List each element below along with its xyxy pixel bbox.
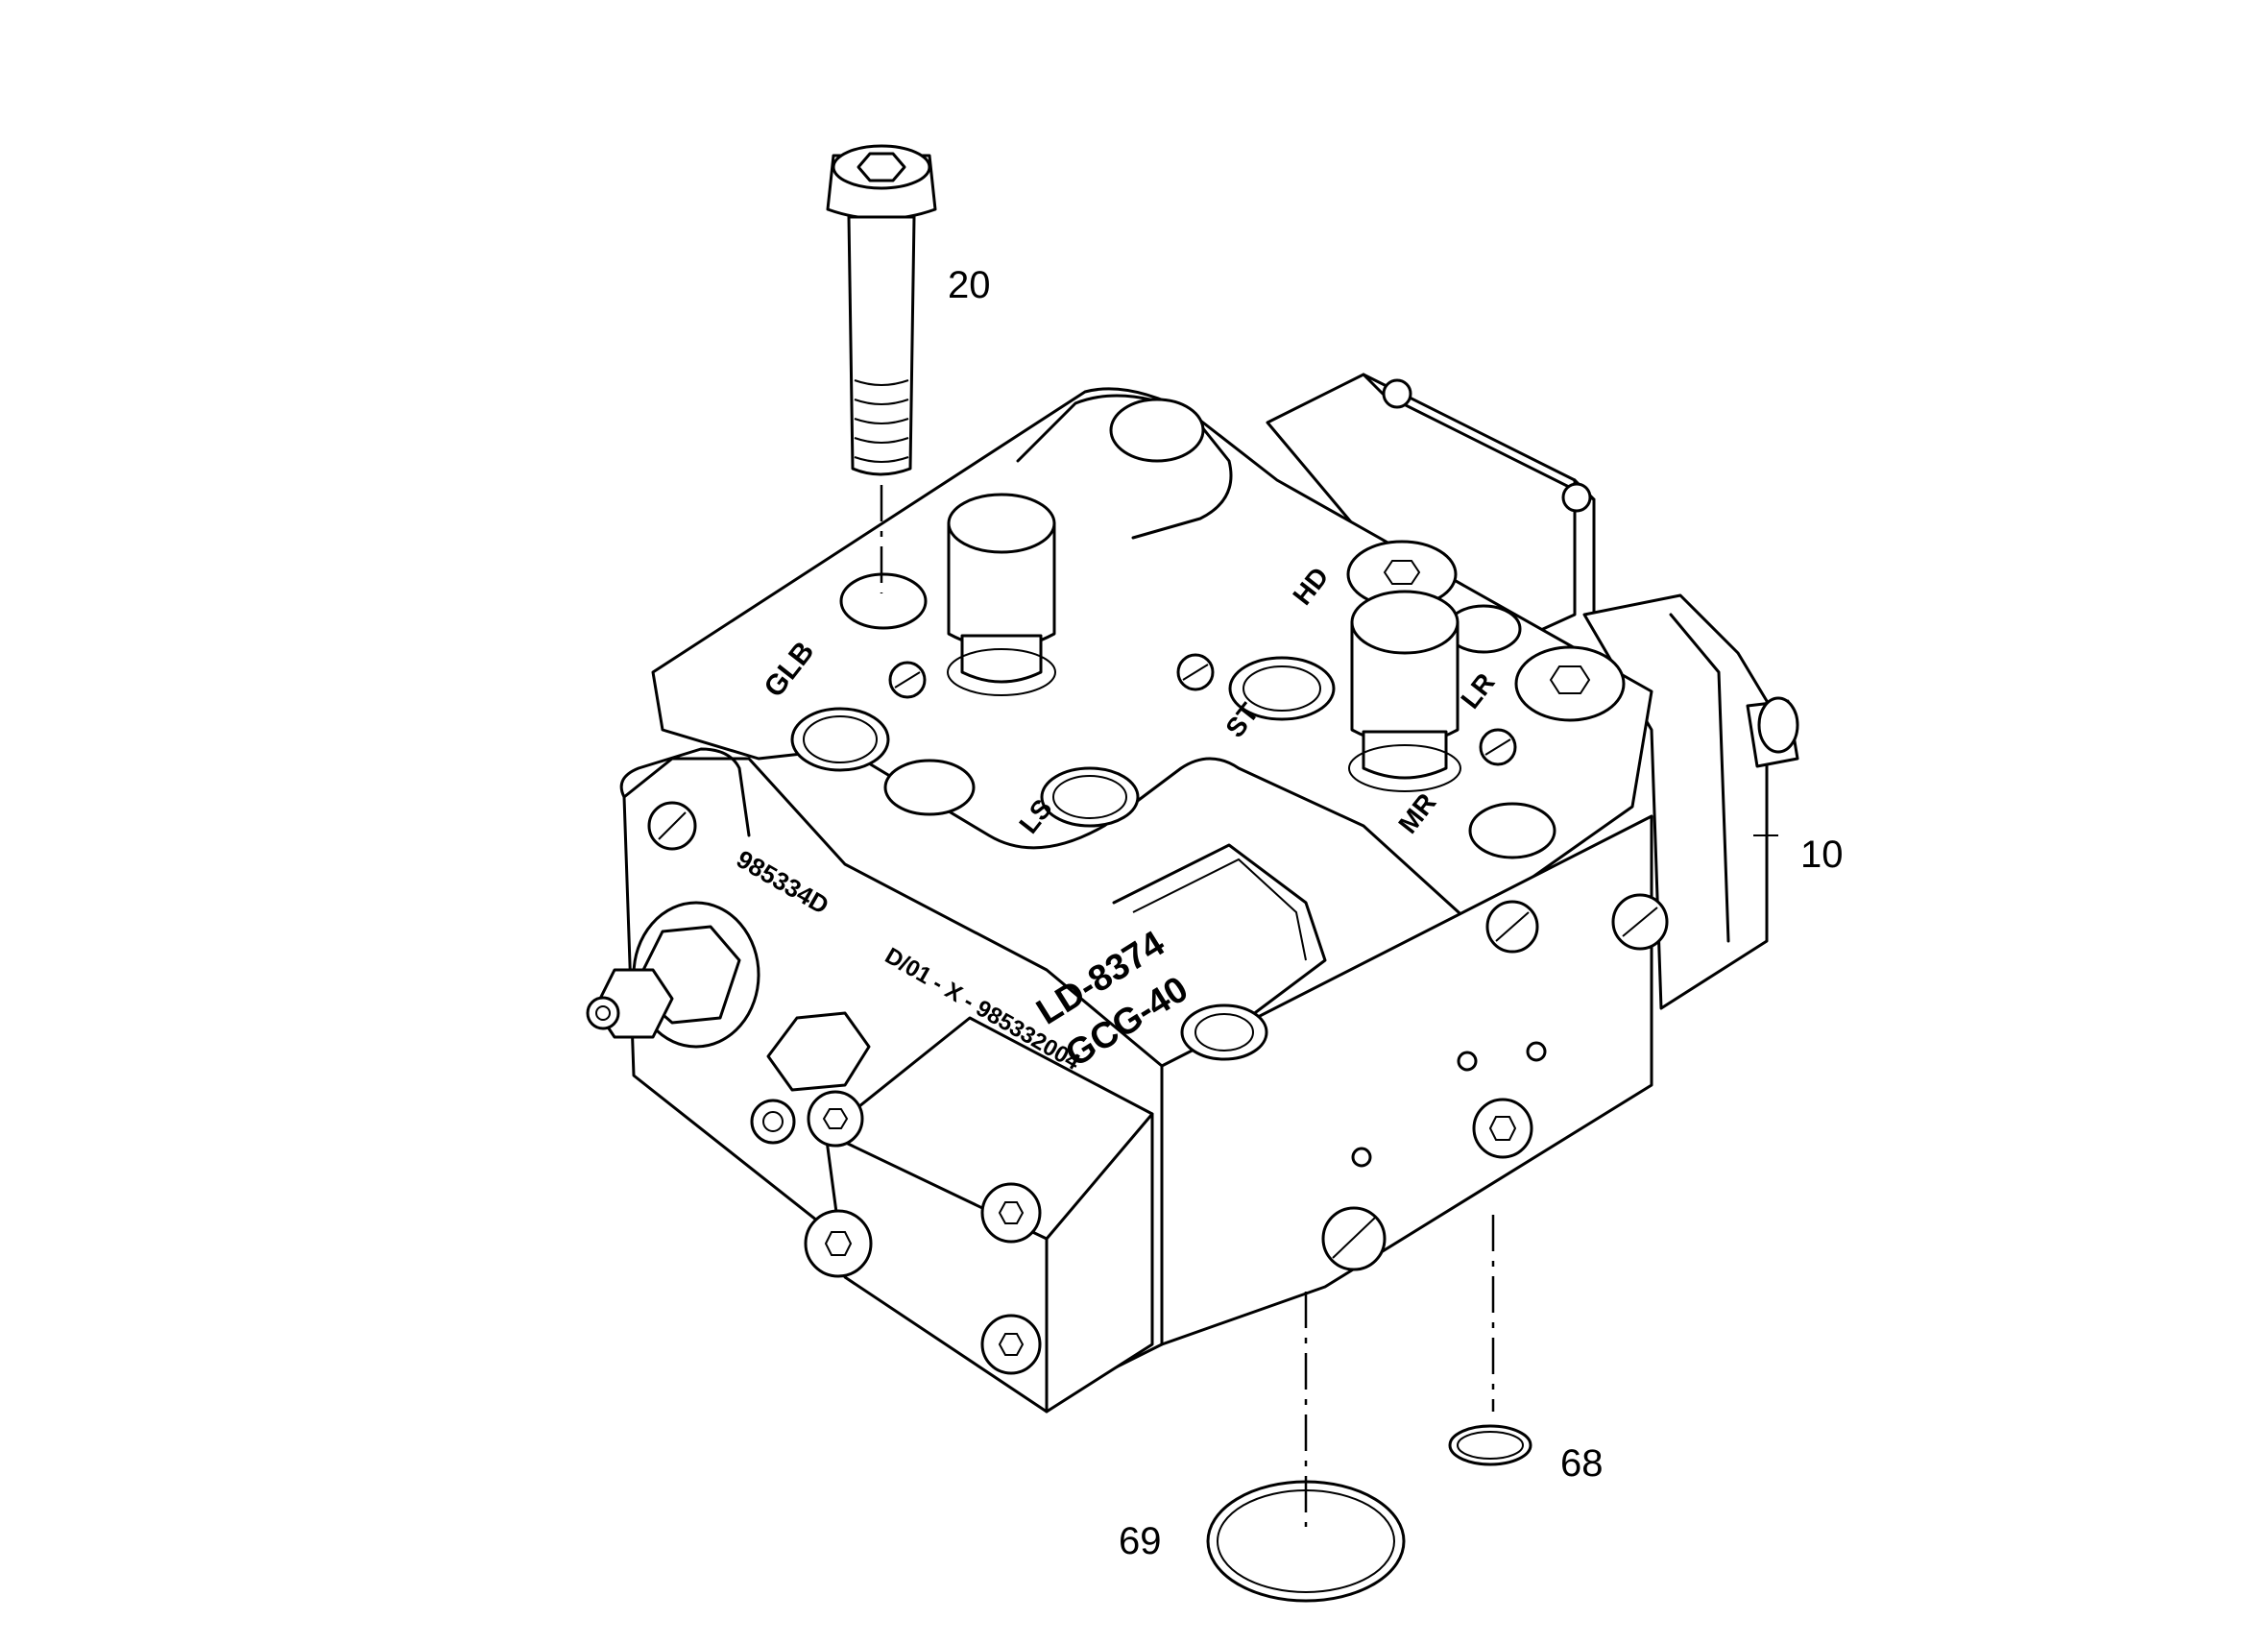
cap-screw-part (826, 144, 937, 476)
callout-20: 20 (948, 264, 991, 306)
o-ring-small-part (1448, 1424, 1532, 1466)
pressure-cap-left (947, 493, 1056, 696)
left-hydraulic-fitting (586, 901, 760, 1049)
callout-68: 68 (1560, 1442, 1604, 1485)
o-ring-large-part (1206, 1480, 1406, 1603)
callout-10: 10 (1800, 834, 1844, 876)
pressure-cap-right (1348, 590, 1461, 792)
callout-69: 69 (1119, 1520, 1162, 1562)
pilot-block (750, 1011, 1154, 1414)
